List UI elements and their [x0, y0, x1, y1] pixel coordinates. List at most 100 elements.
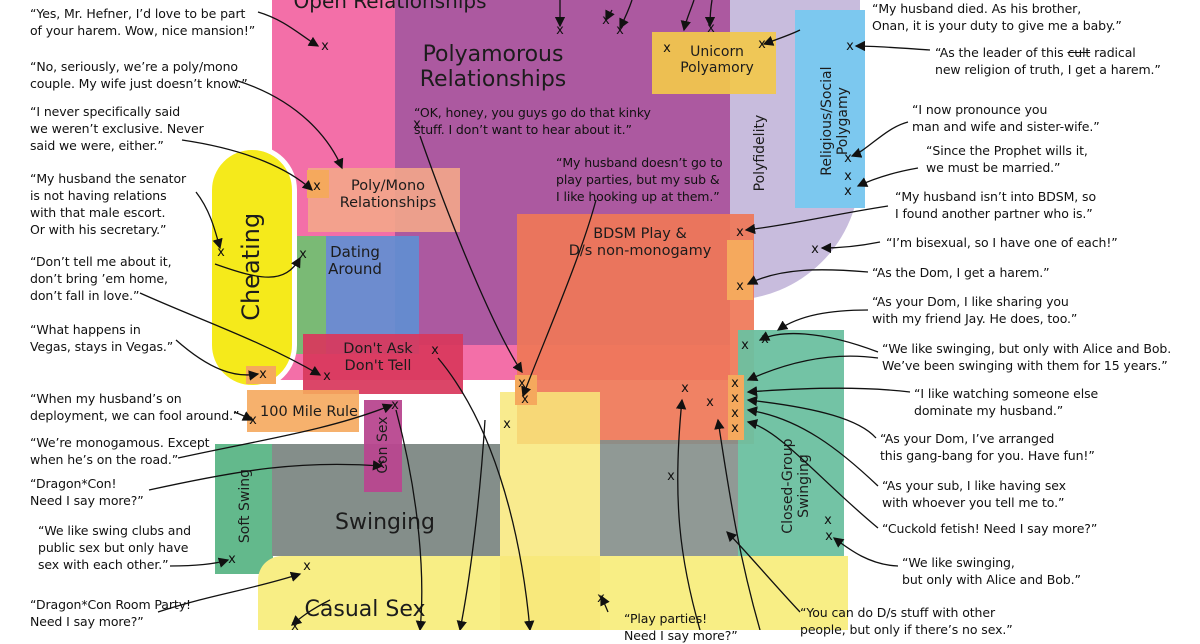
arrow	[233, 411, 254, 421]
marker: x	[731, 376, 739, 391]
dadt-region	[303, 334, 463, 394]
arrow	[704, 0, 716, 28]
marker: x	[681, 381, 689, 396]
hundred-mile-region	[247, 390, 359, 432]
arrow	[175, 339, 260, 381]
arrow	[726, 531, 801, 613]
arrow	[419, 135, 523, 374]
marker: x	[377, 457, 385, 472]
arrow	[854, 40, 931, 52]
arrow	[169, 557, 230, 568]
quote-senator: “My husband the senator is not having re…	[30, 171, 187, 237]
marker: x	[667, 469, 675, 484]
marker: x	[741, 338, 749, 353]
quote-swing-clubs: “We like swing clubs and public sex but …	[38, 523, 192, 572]
quote-hefner: “Yes, Mr. Hefner, I’d love to be part of…	[30, 6, 256, 38]
marker: x	[321, 39, 329, 54]
arrow	[746, 406, 879, 487]
marker: x	[602, 13, 610, 28]
quote-ds-no-sex: “You can do D/s stuff with other people,…	[800, 605, 1013, 637]
arrow	[832, 537, 899, 567]
marker: x	[707, 21, 715, 36]
unicorn-region	[652, 32, 776, 94]
marker: x	[706, 395, 714, 410]
quote-cuckold: “Cuckold fetish! Need I say more?”	[882, 521, 1098, 536]
hundred-mile-label: 100 Mile Rule	[260, 404, 358, 420]
quote-bisexual: “I’m bisexual, so I have one of each!”	[886, 235, 1118, 250]
dadt-label: Don't Ask Don't Tell	[343, 341, 413, 374]
marker: x	[518, 376, 526, 391]
marker: x	[323, 369, 331, 384]
marker: x	[616, 23, 624, 38]
marker: x	[303, 559, 311, 574]
quote-dom-harem: “As the Dom, I get a harem.”	[872, 265, 1050, 280]
marker: x	[844, 169, 852, 184]
soft-swing-region	[215, 444, 273, 574]
poly-mono-label: Poly/Mono Relationships	[339, 178, 437, 211]
quote-dragoncon-room: “Dragon*Con Room Party! Need I say more?…	[30, 597, 191, 629]
con-sex-region	[364, 400, 402, 492]
arrow	[257, 11, 320, 47]
marker: x	[663, 41, 671, 56]
quote-gang-bang: “As your Dom, I’ve arranged this gang-ba…	[880, 431, 1095, 463]
marker: x	[736, 279, 744, 294]
arrow	[605, 9, 615, 22]
swinging-region-right	[600, 440, 738, 575]
arrow	[744, 205, 889, 235]
quote-dragoncon: “Dragon*Con! Need I say more?”	[30, 476, 144, 508]
quote-dont-tell: “Don’t tell me about it, don’t bring ’em…	[30, 254, 172, 303]
bdsm-label: BDSM Play & D/s non-monogamy	[568, 226, 712, 259]
quote-deployment: “When my husband’s on deployment, we can…	[30, 391, 240, 423]
arrow	[521, 199, 597, 398]
unicorn-label: Unicorn Polyamory	[680, 44, 754, 77]
marker: x	[825, 529, 833, 544]
marker: x	[731, 406, 739, 421]
arrow	[456, 419, 486, 630]
arrow	[395, 409, 427, 630]
quote-sub-sex: “As your sub, I like having sex with who…	[882, 478, 1066, 510]
arrow	[139, 292, 322, 376]
arrow	[177, 403, 394, 459]
marker: x	[228, 552, 236, 567]
quote-play-parties: “Play parties! Need I say more?”	[624, 611, 738, 643]
marker: x	[521, 392, 529, 407]
quote-watching: “I like watching someone else dominate m…	[914, 386, 1099, 418]
marker: x	[299, 247, 307, 262]
quote-play-parties-sub: “My husband doesn’t go to play parties, …	[556, 155, 723, 204]
marker: x	[731, 391, 739, 406]
arrow	[850, 121, 909, 158]
quote-on-the-road: “We’re monogamous. Except when he’s on t…	[30, 435, 210, 467]
marker: x	[217, 245, 225, 260]
arrow	[776, 309, 869, 331]
quote-poly-mono: “No, seriously, we’re a poly/mono couple…	[30, 59, 248, 91]
marker: x	[291, 619, 299, 634]
marker: x	[503, 417, 511, 432]
marker: x	[249, 413, 257, 428]
small-orange-block-4	[728, 375, 744, 440]
marker: x	[824, 513, 832, 528]
quote-alice-bob: “We like swinging, but only with Alice a…	[902, 555, 1081, 587]
polyamorous-label: Polyamorous Relationships	[419, 42, 567, 93]
quote-onan: “My husband died. As his brother, Onan, …	[872, 1, 1122, 33]
arrow	[680, 0, 695, 32]
arrow	[291, 599, 331, 626]
quote-not-exclusive: “I never specifically said we weren’t ex…	[30, 104, 204, 153]
arrow	[746, 419, 879, 529]
quote-vegas: “What happens in Vegas, stays in Vegas.”	[30, 322, 174, 354]
arrow	[746, 395, 877, 439]
arrow	[195, 191, 223, 250]
small-orange-block-3	[727, 240, 753, 300]
marker: x	[556, 23, 564, 38]
quote-religion-harem: “As the leader of this cult radical new …	[935, 45, 1161, 77]
arrow	[714, 418, 761, 630]
arrow	[437, 357, 535, 630]
arrow	[820, 241, 881, 254]
arrow	[746, 355, 879, 381]
arrow	[746, 269, 869, 285]
arrow	[181, 139, 313, 191]
marker: x	[736, 225, 744, 240]
quote-prophet: “Since the Prophet wills it, we must be …	[926, 143, 1088, 175]
arrow	[214, 256, 301, 278]
arrow	[675, 398, 701, 630]
closed-group-region	[738, 330, 844, 575]
